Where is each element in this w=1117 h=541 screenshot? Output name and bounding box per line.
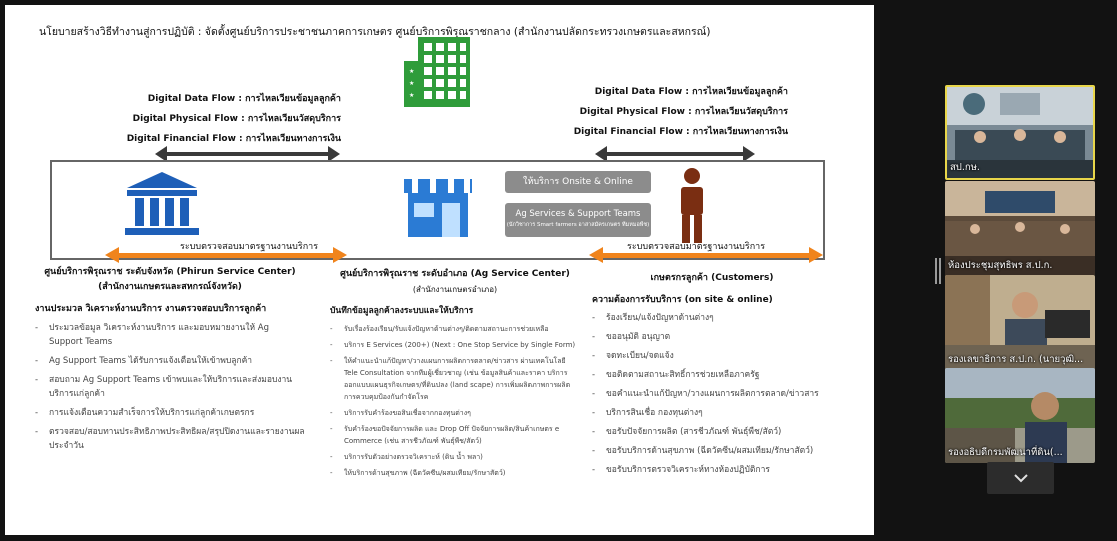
column-heading: เกษตรกรลูกค้า (Customers) — [650, 273, 774, 283]
svg-text:★: ★ — [409, 92, 414, 99]
participant-name: สป.กษ. — [950, 162, 980, 173]
participant-tile[interactable]: รองเลขาธิการ ส.ป.ก. (นายวุฒิ... — [945, 275, 1095, 370]
flow-label: Digital Financial Flow : การไหลเวียนทางก… — [126, 134, 341, 144]
column-list: รับเรื่องร้องเรียน/รับแจ้งปัญหาด้านต่างๆ… — [330, 323, 580, 479]
participant-tile[interactable]: สป.กษ. — [945, 85, 1095, 180]
svg-text:★: ★ — [409, 68, 414, 75]
left-standard-arrow — [105, 247, 347, 263]
list-item: การแจ้งเตือนความสำเร็จการให้บริการแก่ลูก… — [35, 406, 305, 420]
flow-label: Digital Data Flow : การไหลเวียนข้อมูลลูก… — [594, 87, 788, 97]
ag-pill-subtitle: (นักวิชาการ Smart farmers อาสาสมัครเกษตร… — [506, 222, 650, 228]
list-item: ขอรับปัจจัยการผลิต (สารชีวภัณฑ์ พันธุ์พื… — [592, 426, 832, 438]
slide-title: นโยบายสร้างวิธีทำงานสู่การปฏิบัติ : จัดต… — [39, 26, 711, 38]
list-item: บริการสินเชื่อ กองทุนต่างๆ — [592, 407, 832, 419]
flow-label: Digital Physical Flow : การไหลเวียนวัสดุ… — [579, 107, 788, 117]
ag-pill-title: Ag Services & Support Teams — [515, 209, 641, 219]
provincial-center-column: ศูนย์บริการพิรุณราช ระดับจังหวัด (Phirun… — [35, 265, 305, 458]
participant-tile[interactable]: รองอธิบดีกรมพัฒนาที่ดิน(... — [945, 368, 1095, 463]
right-standard-arrow — [589, 247, 823, 263]
customers-column: เกษตรกรลูกค้า (Customers) ความต้องการรับ… — [592, 271, 832, 483]
list-item: ประมวลข้อมูล วิเคราะห์งานบริการ และมอบหม… — [35, 321, 305, 349]
list-item: จดทะเบียน/จดแจ้ง — [592, 350, 832, 362]
list-item: ให้คำแนะนำแก้ปัญหา/วางแผนการผลิตการตลาด/… — [330, 355, 580, 403]
standard-label-right: ระบบตรวจสอบมาตรฐานงานบริการ — [627, 242, 766, 252]
right-flow-arrow — [595, 146, 755, 162]
column-subheading: (สำนักงานเกษตรอำเภอ) — [412, 285, 498, 294]
list-item: บริการรับตัวอย่างตรวจวิเคราะห์ (ดิน น้ำ … — [330, 451, 580, 463]
list-item: ตรวจสอบ/สอบทานประสิทธิภาพประสิทธิผล/สรุป… — [35, 425, 305, 453]
left-flow-arrow — [155, 146, 340, 162]
storefront-icon — [404, 179, 472, 237]
participant-name: รองอธิบดีกรมพัฒนาที่ดิน(... — [948, 447, 1063, 458]
farmer-person-icon — [681, 168, 703, 243]
list-item: บริการ E Services (200+) (Next : One Sto… — [330, 339, 580, 351]
left-flow-list: Digital Data Flow : การไหลเวียนข้อมูลลูก… — [127, 89, 341, 149]
list-item: รับคำร้องขอปัจจัยการผลิต และ Drop Off ปั… — [330, 423, 580, 447]
list-item: รับเรื่องร้องเรียน/รับแจ้งปัญหาด้านต่างๆ… — [330, 323, 580, 335]
participant-video — [947, 87, 1093, 178]
participant-video — [945, 275, 1095, 370]
list-item: บริการรับคำร้องขอสินเชื่อจากกองทุนต่างๆ — [330, 407, 580, 419]
participant-tile[interactable]: ห้องประชุมสุทธิพร ส.ป.ก. — [945, 181, 1095, 276]
flow-label: Digital Physical Flow : การไหลเวียนวัสดุ… — [132, 114, 341, 124]
column-heading: ศูนย์บริการพิรุณราช ระดับจังหวัด (Phirun… — [44, 267, 296, 277]
participant-name: รองเลขาธิการ ส.ป.ก. (นายวุฒิ... — [948, 354, 1084, 365]
column-section-title: บันทึกข้อมูลลูกค้าลงระบบและให้บริการ — [330, 306, 474, 316]
government-building-icon — [125, 172, 199, 235]
list-item: ขออนุมัติ อนุญาต — [592, 331, 832, 343]
list-item: Ag Support Teams ได้รับการแจ้งเตือนให้เข… — [35, 354, 305, 368]
flow-label: Digital Financial Flow : การไหลเวียนทางก… — [573, 127, 788, 137]
list-item: ขอติดตามสถานะสิทธิ์การช่วยเหลือภาครัฐ — [592, 369, 832, 381]
column-list: ร้องเรียน/แจ้งปัญหาด้านต่างๆ ขออนุมัติ อ… — [592, 312, 832, 476]
column-subheading: (สำนักงานเกษตรและสหกรณ์จังหวัด) — [98, 282, 242, 292]
column-list: ประมวลข้อมูล วิเคราะห์งานบริการ และมอบหม… — [35, 321, 305, 453]
column-section-title: งานประมวล วิเคราะห์งานบริการ งานตรวจสอบบ… — [35, 304, 267, 314]
standard-label-left: ระบบตรวจสอบมาตรฐานงานบริการ — [180, 242, 319, 252]
participant-video — [945, 181, 1095, 276]
list-item: ให้บริการด้านสุขภาพ (ฉีดวัคซีน/ผสมเทียม/… — [330, 467, 580, 479]
expand-participants-button[interactable] — [987, 462, 1054, 494]
participant-name: ห้องประชุมสุทธิพร ส.ป.ก. — [948, 260, 1053, 271]
list-item: ร้องเรียน/แจ้งปัญหาด้านต่างๆ — [592, 312, 832, 324]
svg-text:★: ★ — [409, 80, 414, 87]
column-heading: ศูนย์บริการพิรุณราช ระดับอำเภอ (Ag Servi… — [340, 269, 570, 279]
panel-resize-handle[interactable] — [935, 258, 941, 284]
list-item: สอบถาม Ag Support Teams เข้าพบและให้บริก… — [35, 373, 305, 401]
presentation-slide: นโยบายสร้างวิธีทำงานสู่การปฏิบัติ : จัดต… — [5, 5, 874, 535]
district-center-column: ศูนย์บริการพิรุณราช ระดับอำเภอ (Ag Servi… — [330, 267, 580, 483]
onsite-online-service-pill: ให้บริการ Onsite & Online — [505, 171, 651, 193]
right-flow-list: Digital Data Flow : การไหลเวียนข้อมูลลูก… — [574, 82, 788, 142]
chevron-down-icon — [1013, 474, 1028, 483]
service-flow-frame — [50, 160, 825, 260]
flow-label: Digital Data Flow : การไหลเวียนข้อมูลลูก… — [147, 94, 341, 104]
participant-video — [945, 368, 1095, 463]
list-item: ขอรับบริการด้านสุขภาพ (ฉีดวัคซีน/ผสมเทีย… — [592, 445, 832, 457]
list-item: ขอรับบริการตรวจวิเคราะห์ทางห้องปฏิบัติกา… — [592, 464, 832, 476]
list-item: ขอคำแนะนำแก้ปัญหา/วางแผนการผลิตการตลาด/ข… — [592, 388, 832, 400]
ag-support-teams-pill: Ag Services & Support Teams (นักวิชาการ … — [505, 203, 651, 237]
column-section-title: ความต้องการรับบริการ (on site & online) — [592, 295, 773, 305]
office-building-icon: ★ ★ ★ — [404, 37, 470, 107]
